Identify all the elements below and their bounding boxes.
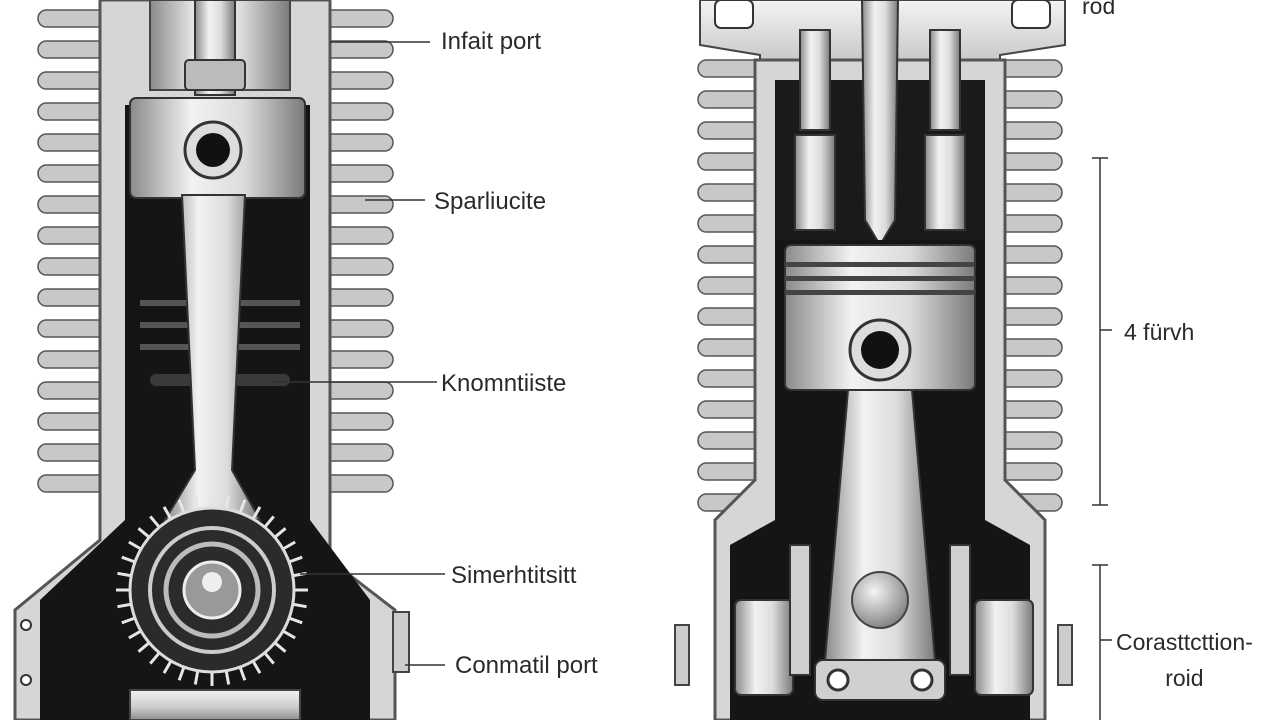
left-engine-cooling-fins-left <box>37 9 114 493</box>
left-engine-piston-pin-hole <box>196 133 230 167</box>
label-connecting-rod-line1: Corasttcttion- <box>1116 629 1253 655</box>
label-exhaust-port: Conmatil port <box>455 652 598 679</box>
label-stroke: 4 fürvh <box>1124 319 1195 345</box>
label-connecting-rod-line2: roid <box>1165 665 1204 691</box>
label-connecting-rod: Corasttcttion- roid <box>1116 628 1253 692</box>
left-engine-crank-gear <box>116 494 308 686</box>
left-engine <box>13 0 445 720</box>
label-crank: Simerhtitsitt <box>451 562 577 589</box>
left-engine-base-plate <box>129 689 301 720</box>
left-engine-leader-lines <box>270 41 445 666</box>
right-engine-head-bolt-left <box>714 0 754 29</box>
right-engine-stroke-bracket <box>1092 157 1112 506</box>
right-engine-guide-right <box>949 544 971 676</box>
right-engine-central-spindle <box>860 0 900 247</box>
right-engine-head-bolt-right <box>1011 0 1051 29</box>
left-engine-valve-cap <box>184 59 246 91</box>
right-engine-guide-left <box>789 544 811 676</box>
left-engine-connecting-rod <box>163 194 262 521</box>
right-engine-rod-ball <box>851 571 909 629</box>
right-engine-side-tab-right <box>1057 624 1073 686</box>
right-engine-side-block-right <box>974 599 1034 696</box>
right-engine-cooling-fins-left <box>697 59 769 512</box>
right-engine-crank-bolt-right <box>910 668 934 692</box>
right-engine <box>674 0 1112 720</box>
right-engine-cooling-fins-right <box>991 59 1063 512</box>
label-rod-top: rod <box>1082 0 1116 19</box>
right-engine-valve-left <box>794 29 836 231</box>
left-engine-side-bolts <box>20 611 410 686</box>
right-engine-side-block-left <box>734 599 794 696</box>
label-intake-port: Infait port <box>441 28 542 55</box>
right-engine-crank-end <box>814 659 946 701</box>
right-engine-valve-right <box>924 29 966 231</box>
right-engine-rod-bracket <box>1092 564 1112 720</box>
right-engine-piston-rings <box>785 262 975 295</box>
label-middle: Knomntiiste <box>441 370 567 397</box>
right-engine-crank-bolt-left <box>826 668 850 692</box>
right-engine-side-tab-left <box>674 624 690 686</box>
right-engine-piston-pin-hole <box>861 331 899 369</box>
label-spark: Sparliucite <box>434 188 547 215</box>
